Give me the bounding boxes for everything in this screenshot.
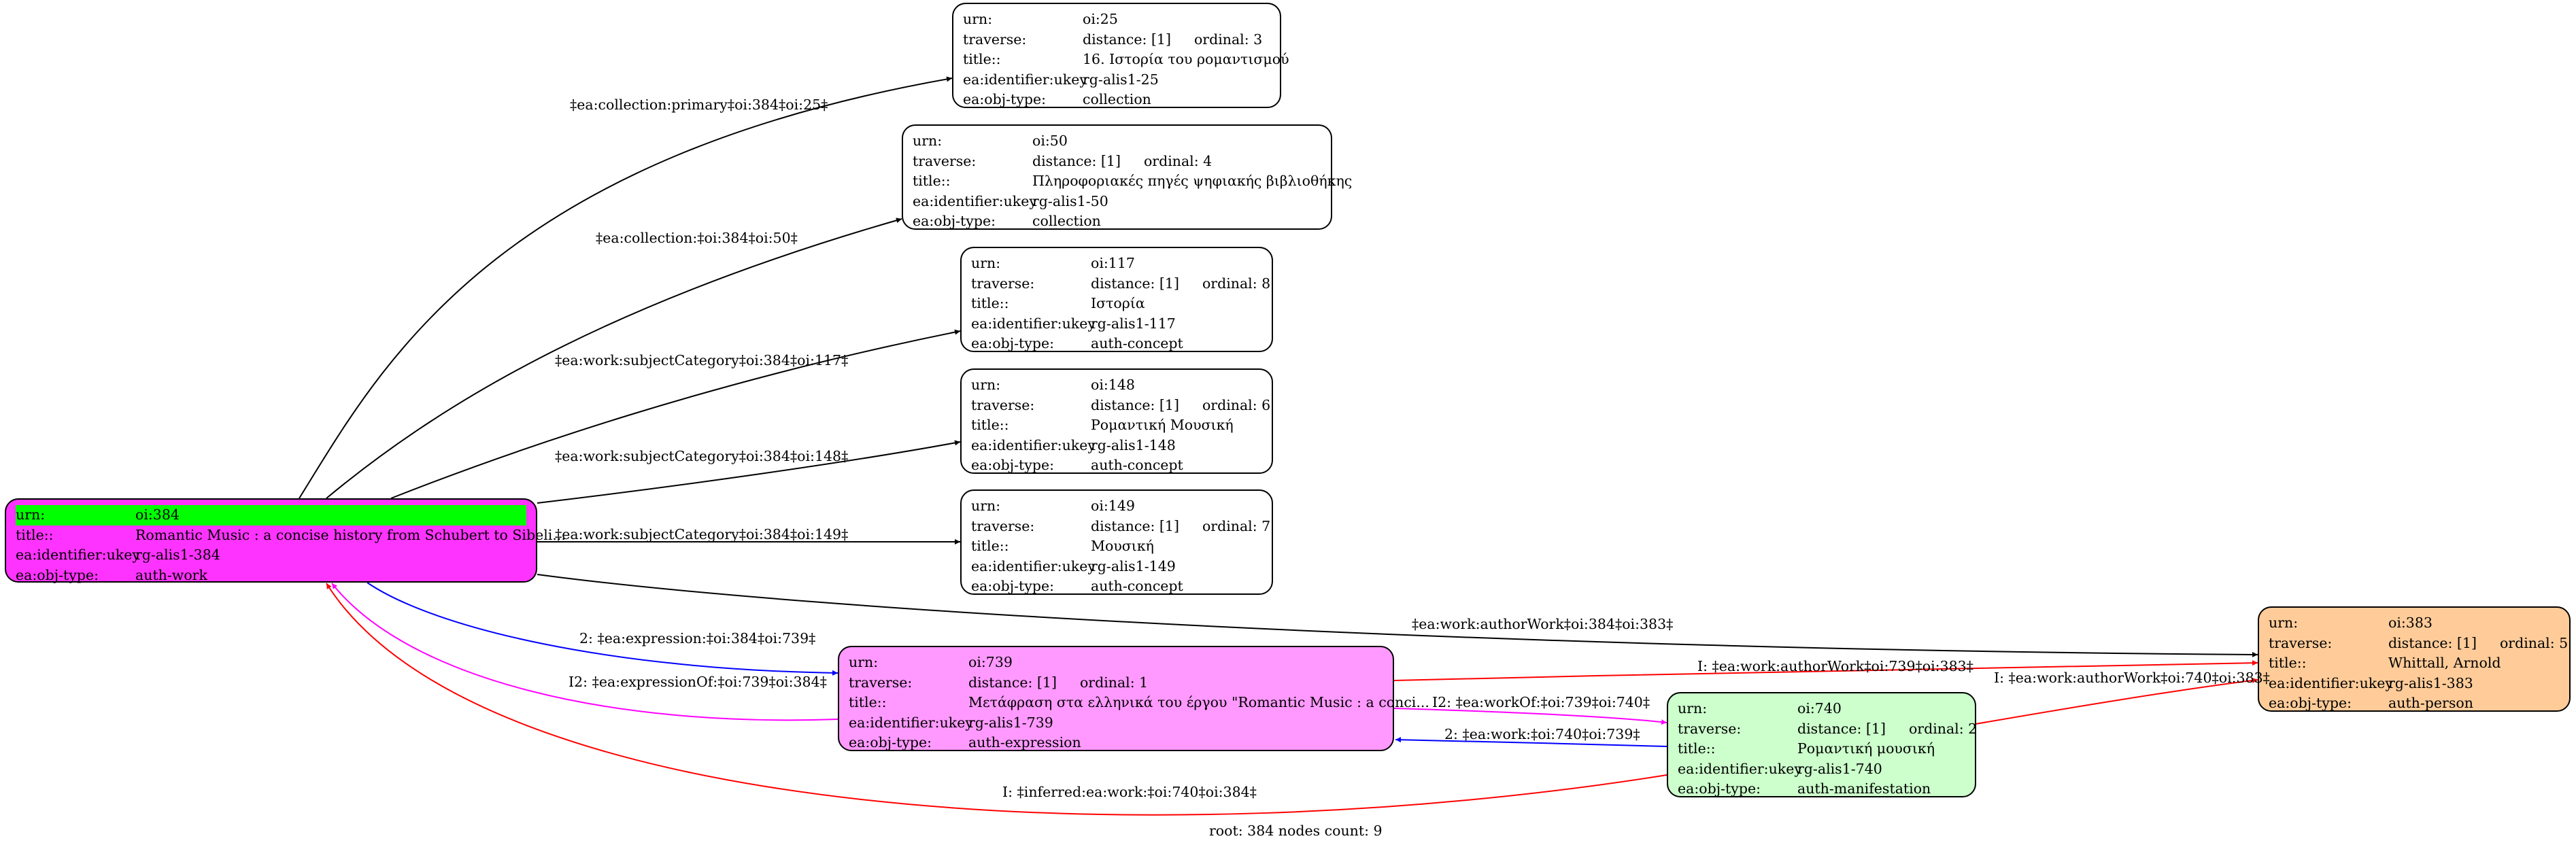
edge-740-383 [1975, 678, 2258, 725]
node-row-traverse: traverse:distance: [1]ordinal: 5 [2269, 634, 2569, 651]
edge-label-384-50: ‡ea:collection:‡oi:384‡oi:50‡ [596, 230, 798, 246]
node-oi-148[interactable]: urn:oi:148 traverse:distance: [1]ordinal… [960, 368, 1273, 474]
node-row-objtype: ea:obj-type:auth-concept [971, 335, 1183, 351]
node-row-traverse: traverse:distance: [1]ordinal: 1 [849, 674, 1149, 691]
edge-label-740-383: I: ‡ea:work:authorWork‡oi:740‡oi:383‡ [1994, 670, 2270, 686]
edge-739-740 [1393, 708, 1667, 725]
node-row-objtype: ea:obj-type:auth-work [16, 566, 207, 583]
node-row-urn: urn:oi:383 [2269, 615, 2433, 631]
edge-label-384-148: ‡ea:work:subjectCategory‡oi:384‡oi:148‡ [555, 448, 849, 464]
edge-384-117 [390, 329, 961, 499]
edge-label-740-739: 2: ‡ea:work:‡oi:740‡oi:739‡ [1444, 726, 1640, 742]
node-row-title: title::Ρομαντική μουσική [1678, 740, 1935, 757]
edge-label-384-25: ‡ea:collection:primary‡oi:384‡oi:25‡ [570, 97, 828, 113]
node-oi-383[interactable]: urn:oi:383 traverse:distance: [1]ordinal… [2258, 606, 2571, 712]
node-oi-739[interactable]: urn:oi:739 traverse:distance: [1]ordinal… [838, 646, 1429, 751]
node-row-title: title::Ρομαντική Μουσική [971, 417, 1234, 433]
edge-384-739 [367, 582, 838, 676]
node-row-title: title::Μετάφραση στα ελληνικά του έργου … [849, 694, 1429, 710]
node-oi-50[interactable]: urn:oi:50 traverse:distance: [1]ordinal:… [902, 124, 1353, 230]
node-row-objtype: ea:obj-type:collection [913, 213, 1101, 229]
node-row-urn: urn:oi:117 [971, 255, 1135, 271]
edge-740-739 [1395, 737, 1667, 747]
edge-label-384-117: ‡ea:work:subjectCategory‡oi:384‡oi:117‡ [555, 352, 849, 368]
node-row-urn: urn:oi:148 [971, 377, 1135, 393]
node-row-objtype: ea:obj-type:auth-concept [971, 578, 1183, 594]
node-row-urn: urn:oi:740 [1678, 700, 1842, 717]
node-row-objtype: ea:obj-type:auth-person [2269, 695, 2473, 711]
node-row-urn: urn:oi:25 [963, 11, 1118, 27]
edge-384-148 [537, 440, 961, 504]
node-row-urn: urn:oi:149 [971, 498, 1135, 514]
node-oi-384[interactable]: urn:oi:384 title::Romantic Music : a con… [5, 498, 566, 583]
node-row-objtype: ea:obj-type:auth-expression [849, 734, 1081, 751]
edge-label-739-740: I2: ‡ea:workOf:‡oi:739‡oi:740‡ [1432, 694, 1650, 710]
node-row-urn: urn:oi:739 [849, 654, 1013, 670]
node-row-objtype: ea:obj-type:auth-concept [971, 457, 1183, 473]
edge-384-25 [299, 76, 953, 499]
node-row-objtype: ea:obj-type:collection [963, 91, 1151, 107]
edge-384-383 [537, 574, 2258, 657]
node-oi-117[interactable]: urn:oi:117 traverse:distance: [1]ordinal… [960, 247, 1273, 352]
node-row-traverse: traverse:distance: [1]ordinal: 7 [971, 517, 1271, 534]
edge-label-739-384: I2: ‡ea:expressionOf:‡oi:739‡oi:384‡ [569, 674, 827, 690]
edge-739-383 [1393, 660, 2258, 681]
node-row-traverse: traverse:distance: [1]ordinal: 8 [971, 275, 1271, 292]
node-row-title: title::Πληροφοριακές πηγές ψηφιακής βιβλ… [913, 173, 1353, 189]
node-row-traverse: traverse:distance: [1]ordinal: 3 [963, 31, 1263, 48]
edge-label-739-383: I: ‡ea:work:authorWork‡oi:739‡oi:383‡ [1697, 658, 1973, 674]
node-row-objtype: ea:obj-type:auth-manifestation [1678, 780, 1931, 797]
edge-label-384-739: 2: ‡ea:expression:‡oi:384‡oi:739‡ [579, 630, 816, 646]
node-row-traverse: traverse:distance: [1]ordinal: 6 [971, 396, 1271, 413]
node-row-title: title::16. Ιστορία του ρομαντισμού [963, 51, 1289, 67]
edge-label-740-384: I: ‡inferred:ea:work:‡oi:740‡oi:384‡ [1002, 784, 1257, 800]
edge-740-384 [326, 583, 1667, 816]
node-row-title: title::Ιστορία [971, 295, 1145, 311]
node-oi-149[interactable]: urn:oi:149 traverse:distance: [1]ordinal… [960, 489, 1273, 595]
node-row-traverse: traverse:distance: [1]ordinal: 2 [1678, 720, 1978, 737]
node-row-traverse: traverse:distance: [1]ordinal: 4 [913, 152, 1213, 169]
edge-384-50 [326, 218, 902, 499]
node-oi-740[interactable]: urn:oi:740 traverse:distance: [1]ordinal… [1667, 692, 1978, 797]
node-row-urn: urn:oi:50 [913, 133, 1068, 149]
node-row-urn: urn:oi:384 [16, 505, 526, 525]
node-oi-25[interactable]: urn:oi:25 traverse:distance: [1]ordinal:… [952, 3, 1289, 108]
node-row-title: title::Whittall, Arnold [2269, 655, 2501, 671]
edge-label-384-149: ‡ea:work:subjectCategory‡oi:384‡oi:149‡ [555, 526, 849, 542]
node-row-title: title::Μουσική [971, 538, 1154, 554]
edge-label-384-383: ‡ea:work:authorWork‡oi:384‡oi:383‡ [1412, 616, 1674, 632]
edge-739-384 [331, 583, 838, 721]
node-row-title: title::Romantic Music : a concise histor… [16, 526, 566, 543]
footer-status: root: 384 nodes count: 9 [1209, 823, 1383, 839]
